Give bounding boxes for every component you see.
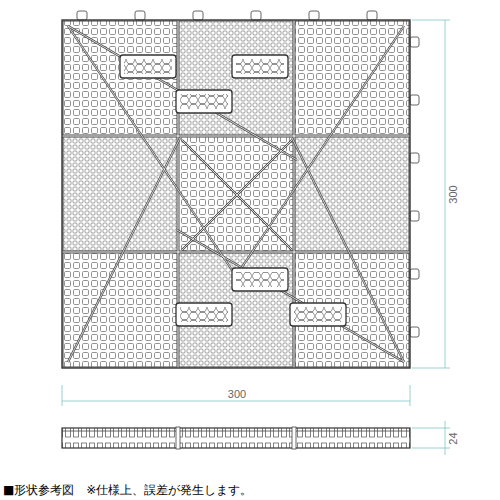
caption: ■形状参考図 ※仕様上、誤差が発生します。: [3, 484, 252, 496]
dimension-value: 300: [447, 184, 458, 204]
honeycomb-fill: [180, 94, 228, 109]
diagonal-rib-core: [292, 138, 404, 362]
dimension-line: [412, 20, 450, 21]
honeycomb-pad: [232, 55, 288, 78]
honeycomb-fill: [294, 307, 342, 322]
grid-panel: [179, 253, 293, 367]
side-top-edge: [62, 431, 410, 432]
joint-tab: [135, 11, 145, 20]
diagonal-rib-core: [68, 26, 297, 160]
side-joint: [176, 427, 180, 449]
dimension-lines: [62, 20, 450, 455]
grid-panel: [295, 137, 409, 251]
honeycomb-fill: [180, 307, 228, 322]
honeycomb-pad: [176, 90, 232, 113]
grid-panel: [179, 21, 293, 135]
honeycomb-pad: [120, 55, 176, 78]
grid-panel: [63, 137, 177, 251]
dimension-line: [445, 421, 446, 455]
joint-tab: [410, 153, 419, 163]
joint-tab: [77, 11, 87, 20]
joint-tab: [367, 11, 377, 20]
joint-tab: [410, 37, 419, 47]
dimension-line: [412, 428, 450, 429]
diagonal-rib-core: [68, 26, 232, 270]
grid-panel: [179, 137, 293, 251]
dimension-line: [412, 368, 450, 369]
joint-tab: [410, 269, 419, 279]
diagonal-rib-core: [182, 140, 292, 250]
grid-panel: [63, 253, 177, 367]
dimension-line: [445, 20, 446, 368]
joint-tab: [251, 11, 261, 20]
joint-tab: [410, 211, 419, 221]
tile-side-view: [62, 427, 410, 449]
diagonal-rib: [68, 26, 297, 160]
diagonal-rib: [68, 26, 232, 270]
joint-tab: [193, 11, 203, 20]
tile-top-view: [62, 11, 419, 368]
dimension-value: 300: [227, 389, 247, 400]
side-profile: [62, 428, 410, 448]
diagonal-rib: [177, 230, 404, 362]
dimension-value: 24: [448, 431, 459, 445]
honeycomb-fill: [236, 59, 284, 74]
dimension-line: [410, 385, 411, 406]
honeycomb-fill: [124, 59, 172, 74]
joint-tab: [410, 327, 419, 337]
diagonal-rib: [68, 138, 180, 362]
honeycomb-pad: [176, 303, 232, 326]
dimension-line: [62, 385, 63, 406]
honeycomb-pad: [232, 268, 288, 291]
grid-panel: [63, 21, 177, 135]
grid-panel: [295, 21, 409, 135]
dimension-line: [62, 401, 410, 402]
diagonal-rib: [182, 140, 292, 250]
tile-outline: [62, 20, 410, 368]
joint-tab: [410, 95, 419, 105]
honeycomb-fill: [236, 272, 284, 287]
diagonal-rib-core: [177, 230, 404, 362]
dimension-line: [412, 448, 450, 449]
honeycomb-pad: [290, 303, 346, 326]
joint-tab: [309, 11, 319, 20]
diagonal-rib: [182, 140, 292, 250]
diagonal-rib-core: [68, 138, 180, 362]
diagonal-rib-core: [182, 140, 292, 250]
side-joint: [292, 427, 296, 449]
grid-panel: [295, 253, 409, 367]
